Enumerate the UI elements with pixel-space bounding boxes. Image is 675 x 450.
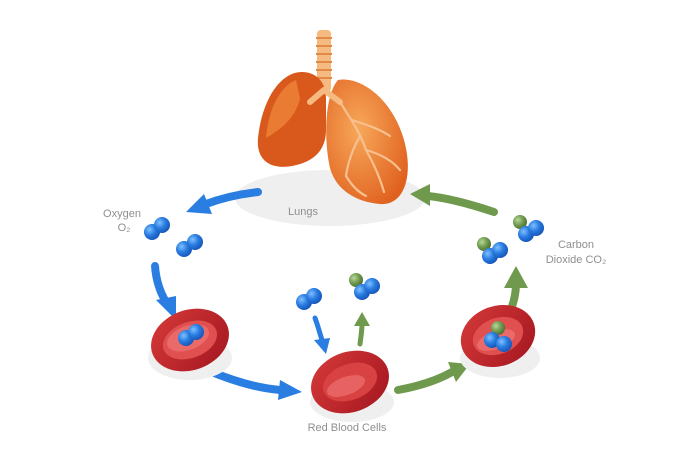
arrow-cell-to-right-cell xyxy=(394,368,456,394)
oxygen-molecule-in-left-cell xyxy=(178,324,204,346)
red-blood-cell-left xyxy=(148,308,232,380)
trachea xyxy=(316,30,332,92)
co2-molecule-in-right-cell xyxy=(484,321,512,352)
red-blood-cell-middle xyxy=(310,350,394,422)
arrow-lungs-to-oxygen-head xyxy=(186,194,212,214)
arrow-cell-to-cell xyxy=(208,368,284,394)
label-lungs: Lungs xyxy=(288,206,318,218)
oxygen-molecule-3 xyxy=(296,288,322,310)
arrow-lungs-to-oxygen xyxy=(202,188,262,208)
arrow-cell-to-cell-head xyxy=(278,380,302,400)
arrow-o2-into-cell-head xyxy=(314,338,330,354)
arrow-cell-to-co2-head xyxy=(504,266,528,288)
label-carbon: Carbon xyxy=(558,239,594,251)
bronchi xyxy=(307,87,402,198)
red-blood-cell-right xyxy=(460,304,540,378)
left-lung xyxy=(257,72,326,167)
arrow-oxygen-to-cell-head xyxy=(156,296,176,320)
arrow-co2-to-lungs-head xyxy=(410,184,430,206)
label-oxygen-formula: O₂ xyxy=(118,222,131,234)
label-red-blood-cells: Red Blood Cells xyxy=(308,422,387,434)
lungs-illustration xyxy=(235,30,425,226)
co2-molecule-2 xyxy=(477,237,508,264)
arrow-co2-out-of-cell-head xyxy=(354,312,370,326)
label-carbon-dioxide: Dioxide CO₂ xyxy=(546,254,607,266)
arrow-co2-to-lungs xyxy=(424,192,498,216)
co2-molecule-1 xyxy=(349,273,380,300)
arrow-o2-into-cell xyxy=(312,315,325,343)
arrow-co2-out-of-cell xyxy=(357,321,365,347)
co2-molecule-3 xyxy=(513,215,544,242)
label-oxygen: Oxygen xyxy=(103,208,141,220)
flow-arrows xyxy=(151,184,528,400)
arrow-oxygen-to-cell xyxy=(151,262,170,306)
oxygen-molecule-2 xyxy=(176,234,203,257)
oxygen-molecule-1 xyxy=(144,217,170,240)
